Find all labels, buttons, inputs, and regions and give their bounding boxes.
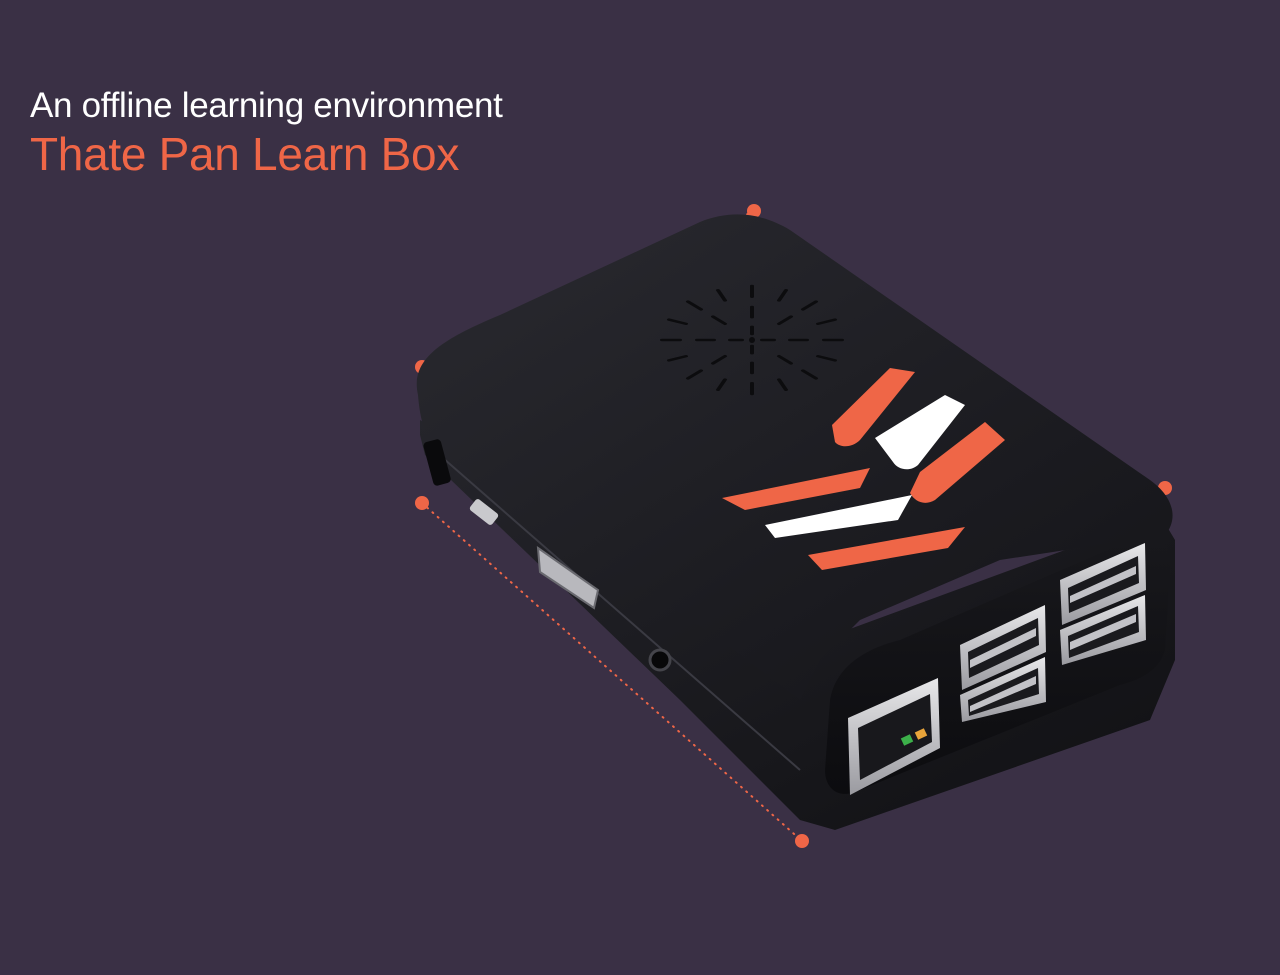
- device-top: [416, 214, 1173, 700]
- hero-text: An offline learning environment Thate Pa…: [30, 84, 730, 180]
- stripes-logo-icon: [722, 368, 1005, 570]
- hero-subtitle: An offline learning environment: [30, 86, 503, 125]
- hdmi-port: [536, 545, 600, 610]
- hero-title: Thate Pan Learn Box: [30, 128, 460, 180]
- side-ports: [423, 439, 672, 672]
- audio-jack: [648, 648, 672, 672]
- micro-usb-port: [469, 499, 499, 525]
- speaker-grille-icon: [660, 284, 844, 396]
- front-ports: [848, 543, 1146, 795]
